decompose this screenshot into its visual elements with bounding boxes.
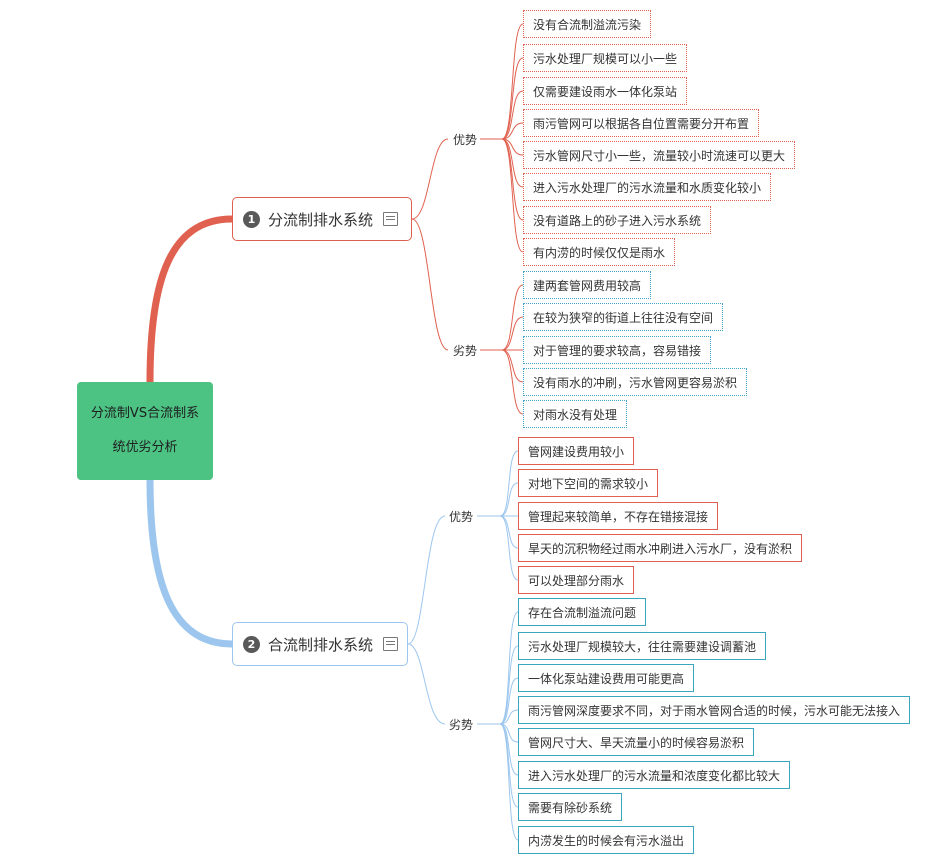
leaf-item[interactable]: 进入污水处理厂的污水流量和浓度变化都比较大	[518, 761, 791, 789]
branch-label: 合流制排水系统	[268, 635, 374, 654]
branch-label: 分流制排水系统	[268, 210, 374, 229]
leaf-item[interactable]: 对地下空间的需求较小	[518, 469, 659, 497]
leaf-item[interactable]: 对于管理的要求较高，容易错接	[523, 336, 712, 364]
leaf-item[interactable]: 没有道路上的砂子进入污水系统	[523, 206, 712, 234]
leaf-item[interactable]: 对雨水没有处理	[523, 400, 628, 428]
subtopic-disadvantages[interactable]: 劣势	[449, 718, 474, 732]
number-badge: 2	[243, 635, 260, 653]
number-badge: 1	[243, 210, 260, 228]
root-title-line1: 分流制VS合流制系	[90, 406, 200, 421]
leaf-item[interactable]: 污水管网尺寸小一些，流量较小时流速可以更大	[523, 141, 796, 169]
leaf-item[interactable]: 污水处理厂规模较大，往往需要建设调蓄池	[518, 632, 767, 660]
leaf-item[interactable]: 进入污水处理厂的污水流量和水质变化较小	[523, 173, 772, 201]
root-title-line2: 统优劣分析	[112, 440, 178, 455]
note-icon[interactable]	[383, 637, 399, 651]
branch-separate-system[interactable]: 1 分流制排水系统	[232, 197, 412, 241]
leaf-item[interactable]: 一体化泵站建设费用可能更高	[518, 664, 695, 692]
leaf-item[interactable]: 需要有除砂系统	[518, 793, 623, 821]
subtopic-advantages[interactable]: 优势	[453, 133, 478, 147]
leaf-item[interactable]: 在较为狭窄的街道上往往没有空间	[523, 303, 724, 331]
leaf-item[interactable]: 雨污管网可以根据各自位置需要分开布置	[523, 109, 760, 137]
leaf-item[interactable]: 没有雨水的冲刷，污水管网更容易淤积	[523, 368, 748, 396]
leaf-item[interactable]: 管理起来较简单，不存在错接混接	[518, 502, 719, 530]
leaf-item[interactable]: 可以处理部分雨水	[518, 566, 635, 594]
root-topic-label: 分流制VS合流制系 统优劣分析	[85, 397, 205, 465]
leaf-item[interactable]: 雨污管网深度要求不同，对于雨水管网合适的时候，污水可能无法接入	[518, 696, 911, 724]
leaf-item[interactable]: 污水处理厂规模可以小一些	[523, 44, 688, 72]
leaf-item[interactable]: 仅需要建设雨水一体化泵站	[523, 77, 688, 105]
leaf-item[interactable]: 管网尺寸大、旱天流量小的时候容易淤积	[518, 728, 755, 756]
subtopic-disadvantages[interactable]: 劣势	[453, 344, 478, 358]
leaf-item[interactable]: 旱天的沉积物经过雨水冲刷进入污水厂，没有淤积	[518, 534, 803, 562]
branch-combined-system[interactable]: 2 合流制排水系统	[232, 622, 408, 666]
leaf-item[interactable]: 内涝发生的时候会有污水溢出	[518, 826, 695, 854]
leaf-item[interactable]: 有内涝的时候仅仅是雨水	[523, 238, 676, 266]
leaf-item[interactable]: 建两套管网费用较高	[523, 271, 652, 299]
leaf-item[interactable]: 管网建设费用较小	[518, 437, 635, 465]
leaf-item[interactable]: 没有合流制溢流污染	[523, 10, 652, 38]
note-icon[interactable]	[383, 212, 399, 226]
leaf-item[interactable]: 存在合流制溢流问题	[518, 598, 647, 626]
subtopic-advantages[interactable]: 优势	[449, 510, 474, 524]
root-topic[interactable]: 分流制VS合流制系 统优劣分析	[77, 382, 213, 480]
